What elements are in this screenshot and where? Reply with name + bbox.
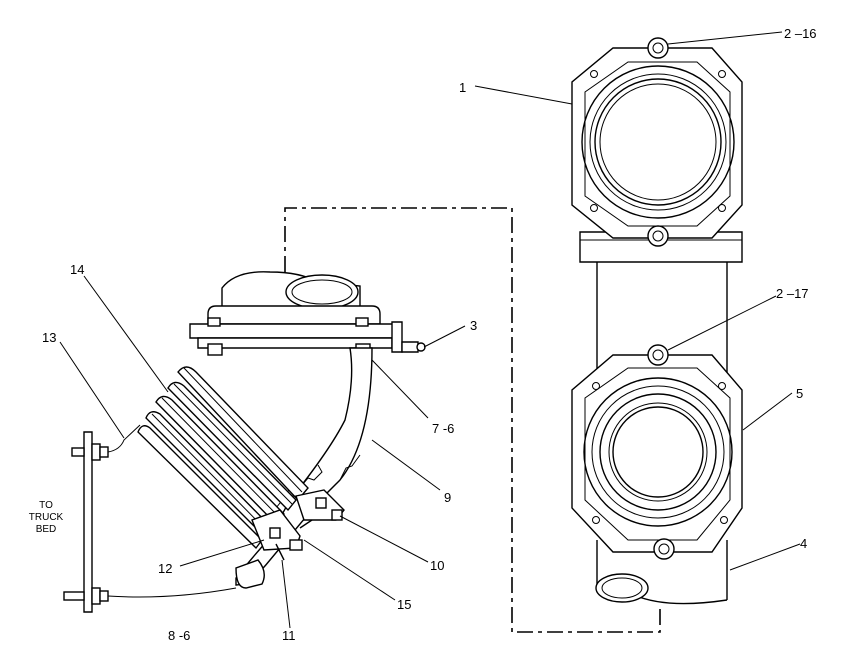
svg-text:TO: TO xyxy=(39,500,53,511)
mounting-bracket xyxy=(63,424,237,613)
callout-2-16: 2 –16 xyxy=(784,26,817,41)
callout-14: 14 xyxy=(70,262,84,277)
elbow-pipe-assembly xyxy=(137,271,426,589)
callout-15: 15 xyxy=(397,597,411,612)
callout-2-17: 2 –17 xyxy=(776,286,809,301)
upper-flange-pipe xyxy=(571,37,743,400)
callout-12: 12 xyxy=(158,561,172,576)
callout-labels: 1 2 –16 2 –17 3 4 5 7 -6 9 10 15 11 12 1… xyxy=(42,26,817,643)
callout-13: 13 xyxy=(42,330,56,345)
connection-dashed-line xyxy=(284,207,661,633)
callout-10: 10 xyxy=(430,558,444,573)
callout-3: 3 xyxy=(470,318,477,333)
callout-9: 9 xyxy=(444,490,451,505)
lower-flange-tee xyxy=(571,344,743,605)
callout-1: 1 xyxy=(459,80,466,95)
truck-bed-note: TO TRUCK BED xyxy=(29,500,64,535)
svg-text:BED: BED xyxy=(36,524,57,535)
callout-11: 11 xyxy=(282,628,296,643)
svg-text:TRUCK: TRUCK xyxy=(29,512,64,523)
leader-lines xyxy=(59,31,801,629)
callout-5: 5 xyxy=(796,386,803,401)
callout-8-6: 8 -6 xyxy=(168,628,190,643)
callout-4: 4 xyxy=(800,536,807,551)
callout-7-6: 7 -6 xyxy=(432,421,454,436)
